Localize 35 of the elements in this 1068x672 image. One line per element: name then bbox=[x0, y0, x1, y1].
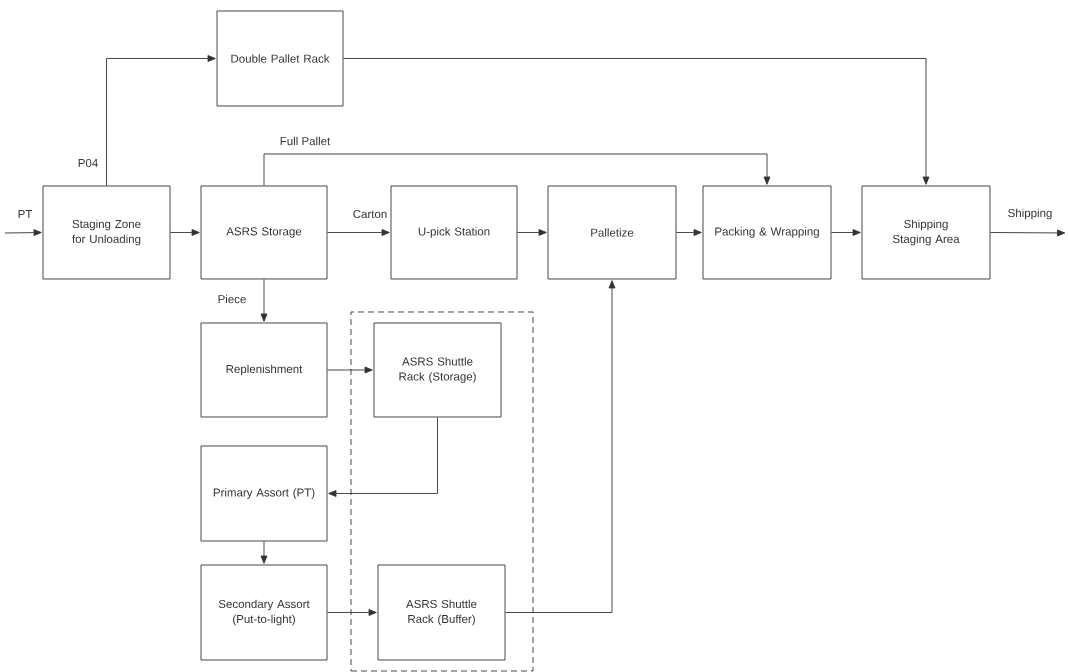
arrow bbox=[990, 229, 1066, 237]
arrow bbox=[170, 229, 200, 236]
process-box: Palletize bbox=[547, 185, 677, 280]
process-box: ASRS Storage bbox=[200, 185, 328, 280]
process-box: Packing & Wrapping bbox=[702, 185, 832, 280]
arrow bbox=[327, 366, 373, 374]
arrow bbox=[831, 229, 861, 236]
arrow bbox=[106, 55, 216, 186]
process-box: U-pick Station bbox=[390, 185, 518, 280]
edge-label: P04 bbox=[78, 158, 98, 168]
process-box: Replenishment bbox=[200, 322, 328, 418]
arrow bbox=[676, 229, 702, 236]
arrow bbox=[260, 279, 268, 322]
process-box: Staging Zone for Unloading bbox=[42, 185, 171, 280]
arrow bbox=[4, 229, 42, 236]
arrow bbox=[263, 153, 771, 186]
process-box: Secondary Assort (Put-to-light) bbox=[200, 564, 328, 661]
arrow bbox=[328, 417, 438, 497]
dashed-group-box bbox=[350, 311, 534, 672]
process-box: ASRS Shuttle Rack (Storage) bbox=[373, 322, 502, 418]
arrow bbox=[343, 58, 930, 185]
arrow bbox=[327, 609, 377, 616]
process-box: ASRS Shuttle Rack (Buffer) bbox=[377, 564, 506, 661]
arrow bbox=[505, 280, 616, 613]
edge-label: Piece bbox=[218, 294, 246, 304]
arrow bbox=[327, 229, 390, 236]
edge-label: Carton bbox=[353, 209, 387, 219]
edge-label: PT bbox=[18, 210, 33, 218]
process-box: Shipping Staging Area bbox=[861, 185, 991, 280]
arrow bbox=[517, 229, 547, 236]
arrow bbox=[260, 541, 268, 564]
edge-label: Shipping bbox=[1008, 208, 1052, 220]
process-box: Primary Assort (PT) bbox=[200, 445, 328, 542]
edge-label: Full Pallet bbox=[280, 136, 331, 146]
process-box: Double Pallet Rack bbox=[216, 10, 344, 107]
